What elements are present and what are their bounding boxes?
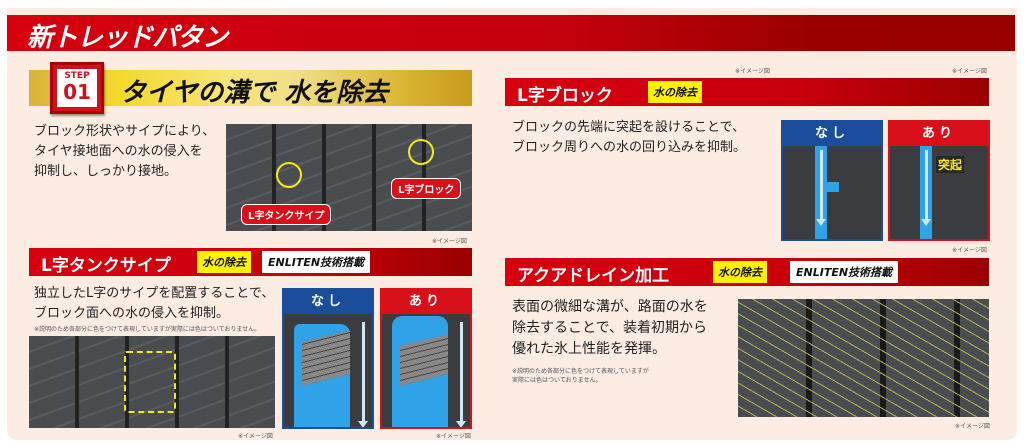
step-title: タイヤの溝で 水を除去 <box>120 78 389 108</box>
section-header-aqua-drain: アクアドレイン加工 水の除去 ENLITEN技術搭載 <box>505 258 989 286</box>
l-block-description: ブロックの先端に突起を設けることで、 ブロック周りへの水の回り込みを抑制。 <box>512 118 746 158</box>
compare-label: なし <box>783 122 881 146</box>
step-label: STEP <box>64 71 90 81</box>
l-tank-sipe-image <box>29 336 275 428</box>
image-note: ※イメージ図 <box>432 238 467 245</box>
text-line: ブロック形状やサイプにより、 <box>34 124 216 139</box>
text-line: ブロック周りへの水の回り込みを抑制。 <box>512 140 747 155</box>
tag-water-removal: 水の除去 <box>648 81 702 103</box>
arrow-down-icon <box>456 322 466 427</box>
callout-l-block: L字ブロック <box>391 178 462 199</box>
compare-label: あり <box>890 122 988 146</box>
compare-with: あり <box>380 288 472 429</box>
image-note: ※イメージ図 <box>436 433 471 440</box>
text-line: ブロックの先端に突起を設けることで、 <box>512 120 746 135</box>
text-line: 表面の微細な溝が、路面の水を <box>512 299 708 315</box>
main-header: 新トレッドパタン <box>7 15 1015 53</box>
tag-enliten: ENLITEN技術搭載 <box>790 261 899 283</box>
text-line: タイヤ接地面への水の侵入を <box>34 144 203 159</box>
section-title: L字タンクサイプ <box>41 256 171 276</box>
text-line: 実際には色はついておりません。 <box>512 377 602 384</box>
arrow-down-icon <box>921 150 931 226</box>
sipe-highlight <box>124 351 176 413</box>
text-line: 独立したL字のサイプを配置することで、 <box>34 286 275 301</box>
compare-label: あり <box>382 290 470 314</box>
highlight-circle <box>408 139 434 165</box>
compare-with: あり 突起 <box>888 120 990 241</box>
arrow-down-icon <box>358 322 368 427</box>
section-header-l-block: L字ブロック 水の除去 <box>505 78 989 106</box>
arrow-down-icon <box>816 150 826 226</box>
protrusion-label: 突起 <box>936 156 965 173</box>
tag-water-removal: 水の除去 <box>197 251 251 273</box>
aqua-drain-image <box>738 299 989 417</box>
section-header-l-tank-sipe: L字タンクサイプ 水の除去 ENLITEN技術搭載 <box>29 248 472 276</box>
section-title: L字ブロック <box>517 86 613 106</box>
step-number: 01 <box>63 80 91 104</box>
callout-l-tank-sipe: L字タンクサイプ <box>241 204 332 225</box>
step-badge: STEP 01 <box>50 62 104 114</box>
image-note: ※イメージ図 <box>238 433 273 440</box>
aqua-drain-description: 表面の微細な溝が、路面の水を 除去することで、装着初期から 優れた氷上性能を発揮… <box>512 297 708 360</box>
text-line: 優れた氷上性能を発揮。 <box>512 341 666 357</box>
image-note: ※イメージ図 <box>952 68 987 75</box>
image-note: ※イメージ図 <box>955 423 990 430</box>
text-line: ※説明のため各部分に色をつけて表現していますが <box>512 368 649 375</box>
highlight-circle <box>276 162 302 188</box>
tread-pattern-image: L字タンクサイプ L字ブロック <box>226 124 472 231</box>
text-line: 抑制し、しっかり接地。 <box>34 164 178 179</box>
compare-without: なし <box>282 288 374 429</box>
footnote: ※説明のため各部分に色をつけて表現していますが実際には色はついておりません。 <box>34 326 261 333</box>
l-tank-sipe-description: 独立したL字のサイプを配置することで、 ブロック面への水の侵入を抑制。 <box>34 284 274 324</box>
image-note: ※イメージ図 <box>952 247 987 254</box>
text-line: ブロック面への水の侵入を抑制。 <box>34 306 230 321</box>
tag-water-removal: 水の除去 <box>713 261 767 283</box>
text-line: 除去することで、装着初期から <box>512 320 708 336</box>
image-note: ※イメージ図 <box>735 68 770 75</box>
compare-label: なし <box>284 290 372 314</box>
compare-without: なし <box>781 120 883 241</box>
step-description: ブロック形状やサイプにより、 タイヤ接地面への水の侵入を 抑制し、しっかり接地。 <box>34 122 215 182</box>
page-title: 新トレッドパタン <box>27 23 228 53</box>
tag-enliten: ENLITEN技術搭載 <box>262 251 371 273</box>
section-title: アクアドレイン加工 <box>517 266 670 286</box>
footnote: ※説明のため各部分に色をつけて表現していますが 実際には色はついておりません。 <box>512 367 649 385</box>
